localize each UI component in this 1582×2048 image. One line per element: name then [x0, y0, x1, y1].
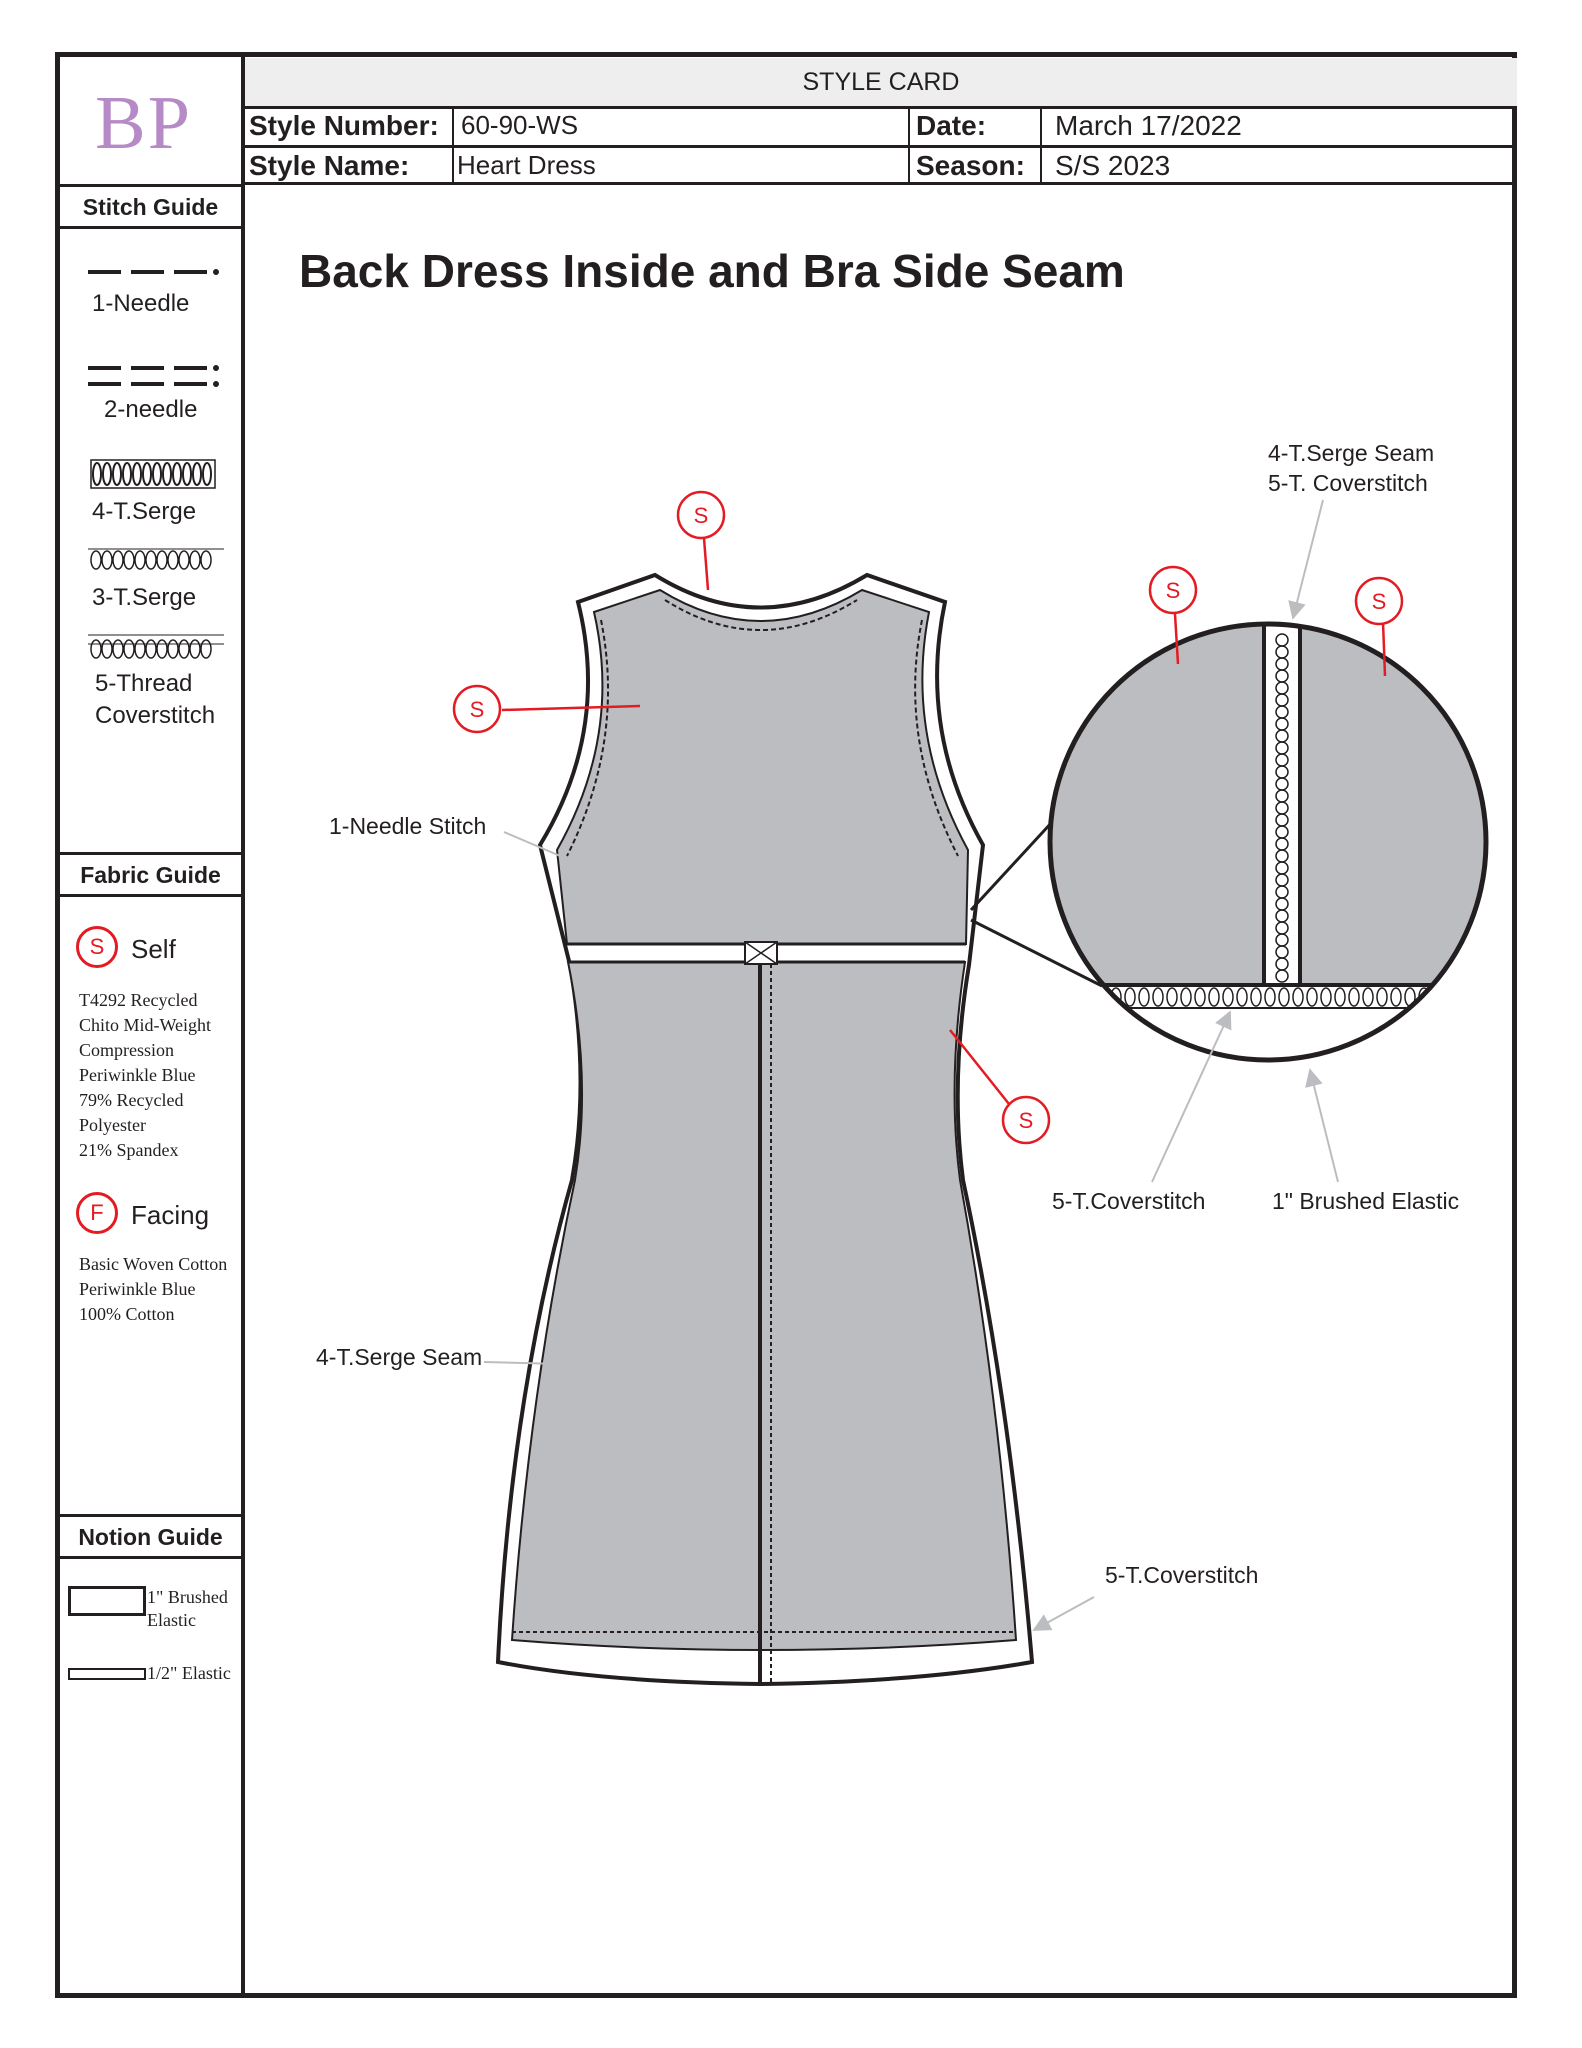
callout-detail-coverstitch: 5-T. Coverstitch — [1268, 470, 1428, 496]
notion-label-half-inch-elastic: 1/2" Elastic — [147, 1663, 231, 1683]
callout-brushed-elastic: 1" Brushed Elastic — [1272, 1188, 1460, 1214]
season-label: Season: — [916, 150, 1025, 181]
header-col-divider-3 — [1040, 106, 1042, 184]
stitch-label-1-needle: 1-Needle — [92, 290, 190, 317]
season-value: S/S 2023 — [1055, 150, 1171, 181]
fabric-guide-rule — [60, 894, 245, 897]
marker-letter: S — [1019, 1108, 1034, 1133]
date-value: March 17/2022 — [1055, 110, 1242, 141]
style-number-value: 60-90-WS — [461, 110, 579, 140]
stitch-label-4-t-serge: 4-T.Serge — [92, 498, 197, 525]
style-card-title: STYLE CARD — [245, 58, 1517, 109]
logo-bottom-rule — [55, 184, 245, 187]
stitch-label-5-thread-coverstitch: 5-Thread Coverstitch — [95, 670, 216, 729]
brand-logo: BP — [95, 81, 192, 165]
style-card-frame — [55, 52, 1517, 1998]
style-name-value: Heart Dress — [457, 150, 596, 180]
date-label: Date: — [916, 110, 987, 141]
self-fabric-description: T4292 Recycled Chito Mid-Weight Compress… — [79, 990, 212, 1160]
marker-letter: S — [1372, 589, 1387, 614]
three-thread-serge-icon — [88, 548, 224, 570]
brushed-elastic-swatch — [68, 1586, 146, 1616]
two-needle-stitch-icon — [88, 365, 219, 387]
fabric-guide-title: Fabric Guide — [80, 862, 221, 888]
notion-guide-top-rule — [60, 1514, 245, 1517]
stitch-label-2-needle: 2-needle — [104, 396, 198, 423]
callout-leaders — [483, 499, 1339, 1631]
self-fabric-marker-letters: S S S S S — [470, 503, 1387, 1133]
facing-fabric-label: Facing — [131, 1200, 210, 1230]
dress-body — [495, 572, 1035, 1687]
self-fabric-markers — [452, 490, 1404, 1145]
callout-4-t-serge-seam: 4-T.Serge Seam — [316, 1344, 483, 1370]
four-thread-serge-icon — [90, 459, 216, 489]
style-name-label: Style Name: — [249, 150, 410, 181]
sidebar-column — [55, 52, 245, 1998]
notion-guide-title: Notion Guide — [78, 1524, 223, 1550]
stitch-label-3-t-serge: 3-T.Serge — [92, 584, 197, 611]
notion-guide-rule — [60, 1556, 245, 1559]
callout-detail-5-t-coverstitch: 5-T.Coverstitch — [1052, 1188, 1206, 1214]
marker-letter: S — [470, 697, 485, 722]
fabric-guide-top-rule — [60, 852, 245, 855]
style-number-label: Style Number: — [249, 110, 439, 141]
callout-1-needle-stitch: 1-Needle Stitch — [329, 813, 487, 839]
stitch-guide-rule — [60, 226, 245, 229]
marker-letter: S — [694, 503, 709, 528]
one-needle-stitch-icon — [88, 269, 219, 275]
notion-label-brushed-elastic: 1" Brushed Elastic — [147, 1587, 228, 1630]
marker-letter: S — [1166, 578, 1181, 603]
half-inch-elastic-swatch — [68, 1668, 146, 1680]
seam-detail-magnifier — [1047, 621, 1489, 1063]
self-fabric-label: Self — [131, 934, 176, 964]
header-divider — [245, 145, 1517, 148]
five-thread-coverstitch-icon — [88, 634, 224, 659]
stitch-guide-title: Stitch Guide — [82, 194, 219, 220]
self-fabric-marker: S — [76, 926, 118, 968]
header-col-divider-2 — [908, 106, 910, 184]
callout-detail-serge-seam: 4-T.Serge Seam — [1268, 440, 1435, 466]
page-title: Back Dress Inside and Bra Side Seam — [299, 245, 1125, 297]
callout-hem-coverstitch: 5-T.Coverstitch — [1105, 1562, 1259, 1588]
header-col-divider-1 — [452, 106, 454, 184]
header-bottom-rule — [245, 182, 1517, 185]
facing-fabric-description: Basic Woven Cotton Periwinkle Blue 100% … — [79, 1254, 228, 1324]
facing-fabric-marker: F — [76, 1192, 118, 1234]
